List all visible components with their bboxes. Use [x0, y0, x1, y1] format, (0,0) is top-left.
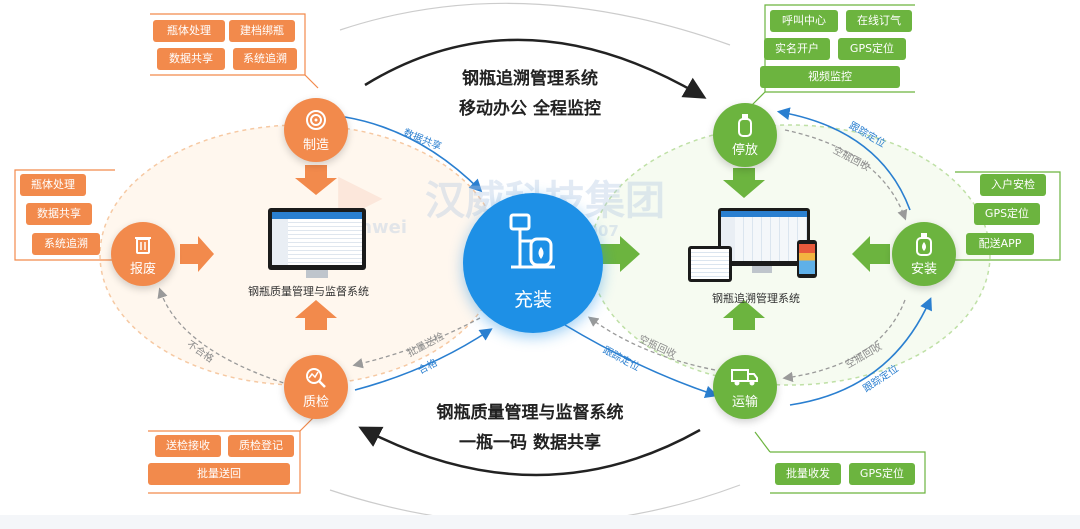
tag-transport-2: GPS定位 — [849, 463, 915, 485]
scrap-label: 报废 — [129, 262, 156, 277]
inspection-label: 质检 — [302, 395, 329, 410]
right-phone — [797, 240, 817, 278]
arrow-inspection-up — [295, 300, 337, 330]
bottom-title: 钢瓶质量管理与监督系统 — [436, 403, 624, 423]
transport-label: 运输 — [731, 395, 758, 410]
tag-inspection-3: 批量送回 — [148, 463, 290, 485]
arrow-manufacture-down — [295, 165, 337, 195]
transport-node: 运输 — [713, 355, 777, 419]
tag-parking-2: 在线订气 — [846, 10, 912, 32]
left-system-caption: 钢瓶质量管理与监督系统 — [248, 285, 369, 298]
cylinder-icon — [713, 113, 777, 137]
arrow-scrap-right — [180, 236, 214, 272]
bottom-bar — [0, 515, 1080, 529]
cylinder-flame-icon — [892, 232, 956, 256]
tag-scrap-3: 系统追溯 — [32, 233, 100, 255]
tag-manufacture-4: 系统追溯 — [233, 48, 297, 70]
right-system-caption: 钢瓶追溯管理系统 — [712, 292, 800, 305]
scrap-node: 报废 — [111, 222, 175, 286]
tag-scrap-1: 瓶体处理 — [20, 174, 86, 196]
fingerprint-icon — [284, 108, 348, 132]
truck-icon — [713, 365, 777, 389]
tag-manufacture-1: 瓶体处理 — [153, 20, 225, 42]
tag-manufacture-2: 建档绑瓶 — [229, 20, 295, 42]
tag-manufacture-3: 数据共享 — [157, 48, 225, 70]
tag-parking-4: GPS定位 — [838, 38, 906, 60]
tag-transport-1: 批量收发 — [775, 463, 841, 485]
arrow-parking-down — [723, 168, 765, 198]
right-monitor — [718, 208, 810, 266]
install-label: 安装 — [910, 262, 937, 277]
tag-scrap-2: 数据共享 — [26, 203, 92, 225]
left-monitor — [268, 208, 366, 270]
filling-label: 充装 — [513, 289, 552, 311]
tag-install-3: 配送APP — [966, 233, 1034, 255]
tag-parking-1: 呼叫中心 — [770, 10, 838, 32]
tag-parking-5: 视频监控 — [760, 66, 900, 88]
bottom-subtitle: 一瓶一码 数据共享 — [459, 433, 601, 453]
arrow-install-left — [852, 236, 890, 272]
filling-station-icon — [509, 213, 555, 269]
tag-inspection-2: 质检登记 — [228, 435, 294, 457]
tag-install-1: 入户安检 — [980, 174, 1046, 196]
manufacture-node: 制造 — [284, 98, 348, 162]
parking-label: 停放 — [731, 143, 758, 158]
install-node: 安装 — [892, 222, 956, 286]
tag-install-2: GPS定位 — [974, 203, 1040, 225]
top-title: 钢瓶追溯管理系统 — [462, 69, 598, 89]
left-monitor-stand — [306, 270, 328, 278]
magnifier-chart-icon — [284, 365, 348, 389]
manufacture-label: 制造 — [302, 138, 329, 153]
tag-parking-3: 实名开户 — [764, 38, 830, 60]
arrow-center-right — [600, 236, 640, 272]
top-arc — [364, 38, 707, 99]
right-tablet — [688, 246, 732, 282]
tag-inspection-1: 送检接收 — [155, 435, 221, 457]
parking-node: 停放 — [713, 103, 777, 167]
right-monitor-stand — [752, 266, 772, 273]
filling-node: 充装 — [463, 193, 603, 333]
trash-icon — [111, 232, 175, 256]
inspection-node: 质检 — [284, 355, 348, 419]
bottom-arc — [358, 426, 701, 477]
top-subtitle: 移动办公 全程监控 — [459, 99, 601, 119]
arrow-transport-up — [723, 300, 765, 330]
